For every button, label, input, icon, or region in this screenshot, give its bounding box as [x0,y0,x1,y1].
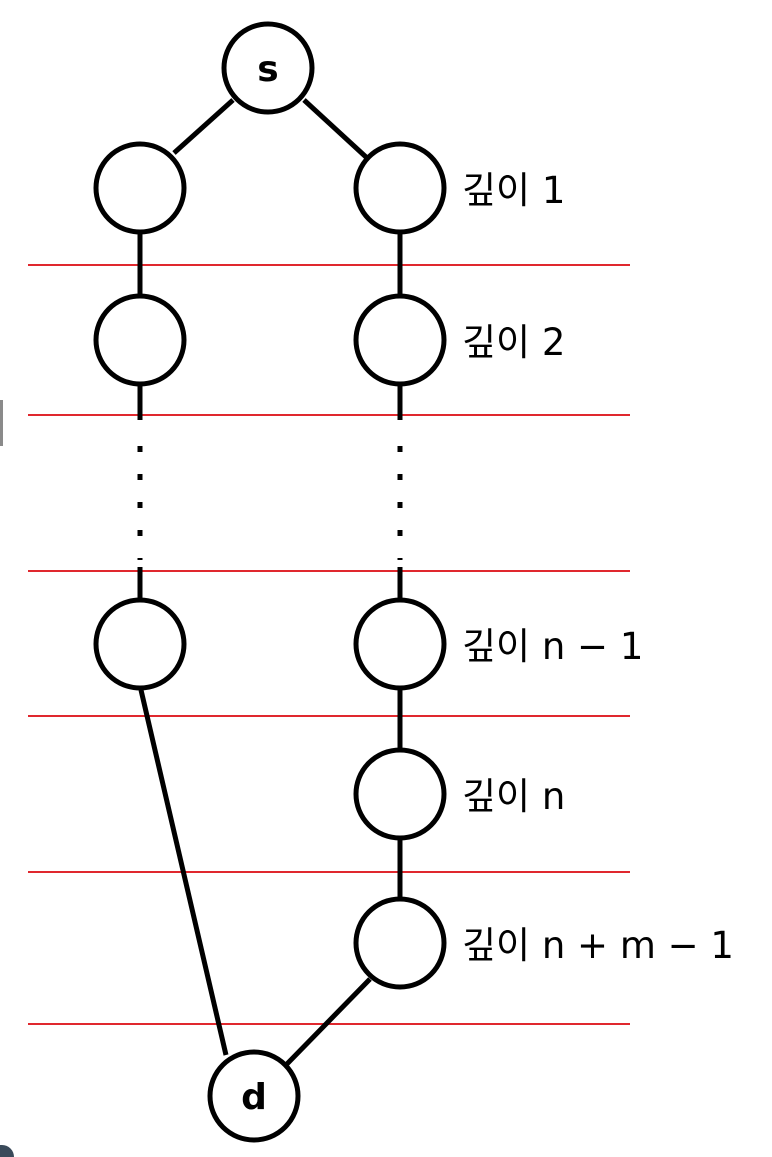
node-left-depth-2 [93,293,187,387]
left-edge-mark [0,400,3,446]
edge-rightnm1-d [283,977,372,1068]
node-destination: d [207,1049,301,1143]
node-source-label: s [257,49,278,90]
node-right-depth-n [353,747,447,841]
edge-s-right1 [302,98,368,159]
edges [137,98,403,1068]
edge-s-left1 [172,98,235,155]
depth-label-n: 깊이 n [462,775,565,818]
depth-label-n-plus-m-minus-1: 깊이 n + m − 1 [462,924,734,967]
depth-label-1: 깊이 1 [462,169,565,212]
node-source: s [221,21,315,115]
depth-label-2: 깊이 2 [462,321,565,364]
depth-label-n-minus-1: 깊이 n − 1 [462,625,643,668]
node-right-depth-2 [353,293,447,387]
depth-labels: 깊이 1 깊이 2 깊이 n − 1 깊이 n 깊이 n + m − 1 [462,169,734,967]
window-corner [0,1145,14,1157]
nodes: s d [93,21,447,1143]
node-right-depth-n-m-1 [353,896,447,990]
node-destination-label: d [241,1077,267,1118]
node-right-depth-1 [353,141,447,235]
node-right-depth-n-1 [353,597,447,691]
edge-leftn1-d [138,689,229,1056]
node-left-depth-1 [93,141,187,235]
node-left-depth-n-1 [93,597,187,691]
